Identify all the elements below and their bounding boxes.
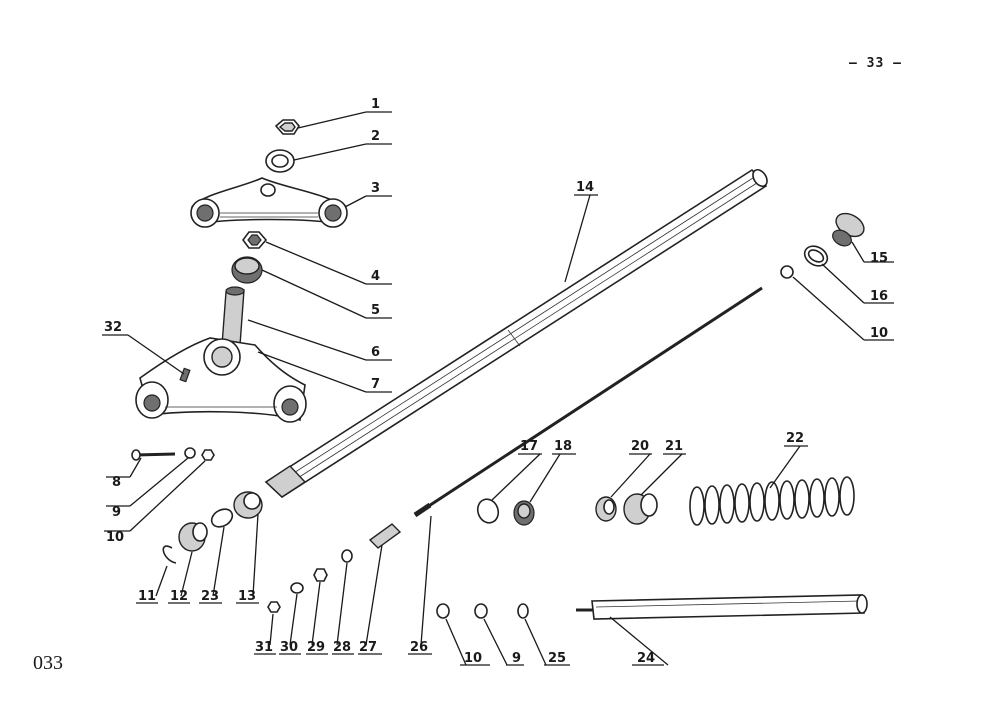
- callout-28: 28: [333, 640, 351, 655]
- callout-22: 22: [786, 431, 804, 446]
- part-10-nut-left: [201, 449, 215, 461]
- part-23-seal: [210, 508, 234, 528]
- callout-20: 20: [631, 439, 649, 454]
- callout-18: 18: [554, 439, 572, 454]
- part-15-filler-plug: [832, 212, 865, 247]
- callout-9-bottom: 9: [512, 651, 521, 666]
- part-22-spring: [689, 476, 855, 526]
- callout-15: 15: [870, 251, 888, 266]
- part-7-lower-yoke: [135, 337, 307, 423]
- part-9-lock-washer: [184, 447, 196, 459]
- leader-lines: [127, 111, 865, 666]
- callout-23: 23: [201, 589, 219, 604]
- callout-8: 8: [112, 475, 121, 490]
- part-24-slider-tube: [576, 594, 868, 620]
- callout-11: 11: [138, 589, 156, 604]
- callout-32: 32: [104, 320, 122, 335]
- part-3-upper-yoke: [190, 177, 348, 228]
- part-12-bushing: [178, 522, 208, 552]
- callout-10: 10: [106, 530, 124, 545]
- callout-10-top: 10: [870, 326, 888, 341]
- part-27-valve: [368, 523, 402, 549]
- part-1-nut: [274, 119, 300, 135]
- page-number: — 33 —: [849, 56, 902, 71]
- callout-5: 5: [371, 303, 380, 318]
- part-25-washer: [517, 603, 529, 619]
- callout-29: 29: [307, 640, 325, 655]
- callout-13: 13: [238, 589, 256, 604]
- part-28-washer: [341, 549, 353, 563]
- callout-27: 27: [359, 640, 377, 655]
- part-32-pin: [179, 367, 191, 383]
- part-10-washer-bottom: [436, 603, 450, 619]
- part-2-washer: [265, 149, 295, 173]
- part-16-o-ring: [803, 245, 829, 267]
- part-29-nut: [313, 568, 328, 582]
- callout-labels: 1 2 3 4 5 6 7 32 8 9 10 11 12 23 13 31 3…: [102, 97, 894, 666]
- callout-26: 26: [410, 640, 428, 655]
- part-31-nut: [267, 601, 281, 613]
- callout-9: 9: [112, 505, 121, 520]
- callout-30: 30: [280, 640, 298, 655]
- part-17-seal: [476, 498, 500, 524]
- callout-6: 6: [371, 345, 380, 360]
- callout-4: 4: [371, 269, 380, 284]
- part-13-bushing: [233, 491, 263, 519]
- callout-24: 24: [637, 651, 655, 666]
- part-8-bolt: [131, 449, 176, 461]
- callout-7: 7: [371, 377, 380, 392]
- callout-10-bottom: 10: [464, 651, 482, 666]
- file-label: 033: [33, 652, 63, 674]
- callout-25: 25: [548, 651, 566, 666]
- part-30-washer: [290, 582, 304, 594]
- part-14-fork-tube: [264, 168, 768, 499]
- callout-31: 31: [255, 640, 273, 655]
- part-10-washer-top: [780, 265, 794, 279]
- part-26-damper-rod: [413, 286, 763, 518]
- part-5-bushing: [231, 256, 263, 284]
- part-6-steering-stem: [221, 286, 245, 346]
- callout-3: 3: [371, 181, 380, 196]
- part-20-ring: [595, 496, 617, 522]
- callout-1: 1: [371, 97, 380, 112]
- callout-12: 12: [170, 589, 188, 604]
- part-18-bushing: [513, 500, 535, 526]
- part-21-bushing: [623, 493, 658, 525]
- callout-17: 17: [520, 439, 538, 454]
- callout-2: 2: [371, 129, 380, 144]
- part-9-washer-bottom: [474, 603, 488, 619]
- part-4-nut: [242, 231, 268, 249]
- callout-14: 14: [576, 180, 594, 195]
- callout-16: 16: [870, 289, 888, 304]
- callout-21: 21: [665, 439, 683, 454]
- part-11-circlip: [162, 545, 177, 564]
